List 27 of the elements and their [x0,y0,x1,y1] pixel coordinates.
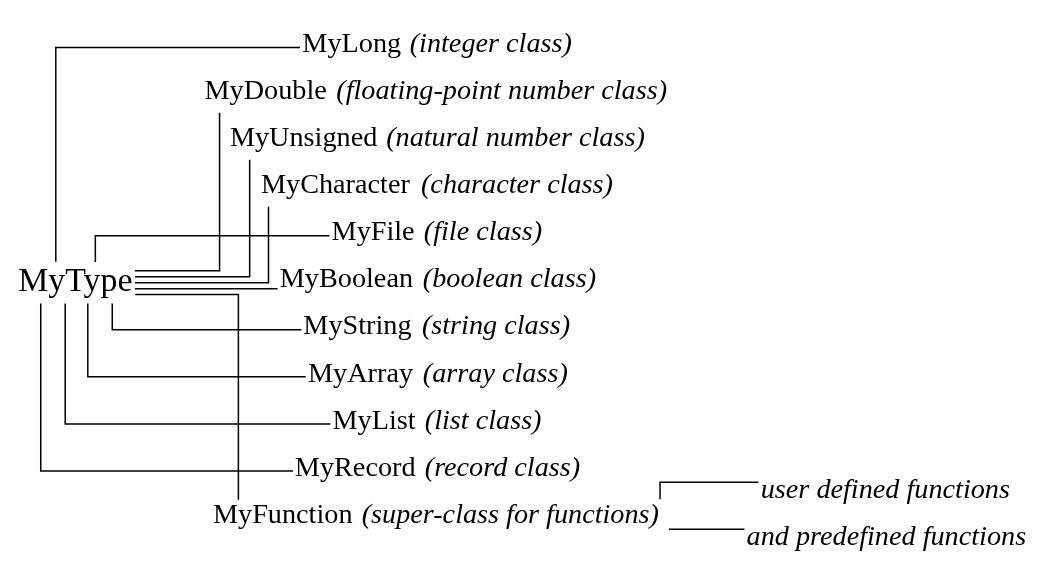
node-text: MyDouble (floating-point number class) [204,73,668,105]
connector [40,302,294,472]
node-text: MyFile (file class) [331,214,543,246]
connector [134,287,279,289]
node-text: MyLong (integer class) [302,26,572,58]
node-text: MyFunction (super-class for functions) [212,497,659,529]
node-text: MyCharacter (character class) [260,167,613,199]
connector [64,302,332,425]
connector [134,111,221,272]
node-text: MyArray (array class) [308,356,568,388]
connector [134,158,251,277]
node-text: MyString (string class) [303,308,571,340]
connector [94,234,331,263]
connector [659,481,760,500]
connector [134,293,240,500]
node-text: MyRecord (record class) [294,450,581,482]
connector [111,302,303,330]
node-text: MyList (list class) [332,403,542,435]
connector [134,205,270,283]
connector [87,302,307,378]
node-text: user defined functions [760,472,1010,504]
node-text: and predefined functions [746,519,1027,551]
node-text: MyBoolean (boolean class) [279,261,597,293]
node-text: MyType [18,260,133,298]
connector [668,528,746,530]
connector [55,46,301,263]
node-text: MyUnsigned (natural number class) [229,120,645,152]
